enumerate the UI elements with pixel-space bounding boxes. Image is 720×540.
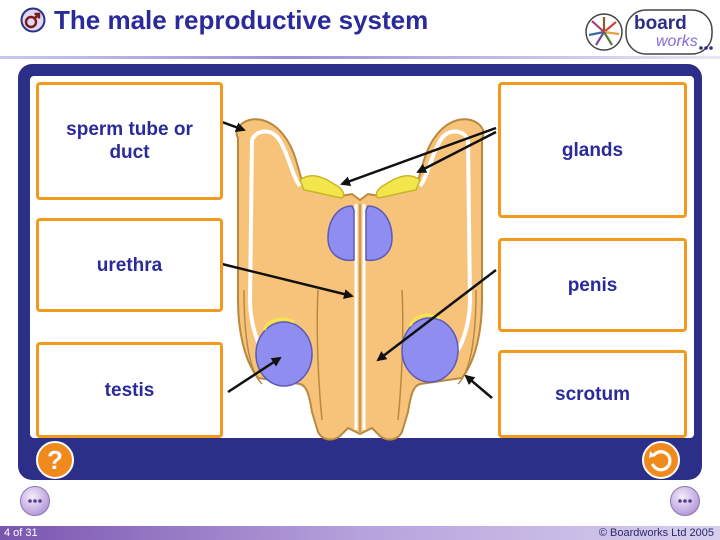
tissue-outline	[235, 118, 485, 441]
gland-lobes	[327, 205, 393, 262]
logo-text-works: works	[656, 33, 698, 50]
label-sperm-tube[interactable]: sperm tube or duct	[36, 82, 223, 200]
testis-shape	[255, 313, 459, 387]
boardworks-logo: board works	[582, 4, 716, 58]
label-testis[interactable]: testis	[36, 342, 223, 438]
logo-sunburst-icon	[585, 13, 623, 51]
question-mark-icon: ?	[47, 445, 63, 475]
logo-text-board: board	[634, 13, 687, 34]
footer-bar	[0, 526, 720, 540]
male-symbol-icon	[19, 6, 47, 34]
pointer-arrows	[221, 120, 497, 399]
label-penis[interactable]: penis	[498, 238, 687, 332]
gland-shape	[299, 174, 421, 199]
previous-slide-icon	[28, 499, 42, 503]
next-slide-icon	[678, 499, 692, 503]
title-divider	[0, 56, 720, 59]
next-slide-button[interactable]	[670, 486, 700, 516]
help-button[interactable]: ?	[36, 441, 74, 479]
reset-button[interactable]	[642, 441, 680, 479]
copyright-text: © Boardworks Ltd 2005	[598, 527, 714, 539]
previous-slide-button[interactable]	[20, 486, 50, 516]
page-number: 4 of 31	[4, 527, 38, 539]
label-urethra[interactable]: urethra	[36, 218, 223, 312]
label-glands[interactable]: glands	[498, 82, 687, 218]
reset-arrow-icon	[649, 450, 672, 472]
label-scrotum[interactable]: scrotum	[498, 350, 687, 438]
page-title: The male reproductive system	[54, 5, 429, 35]
